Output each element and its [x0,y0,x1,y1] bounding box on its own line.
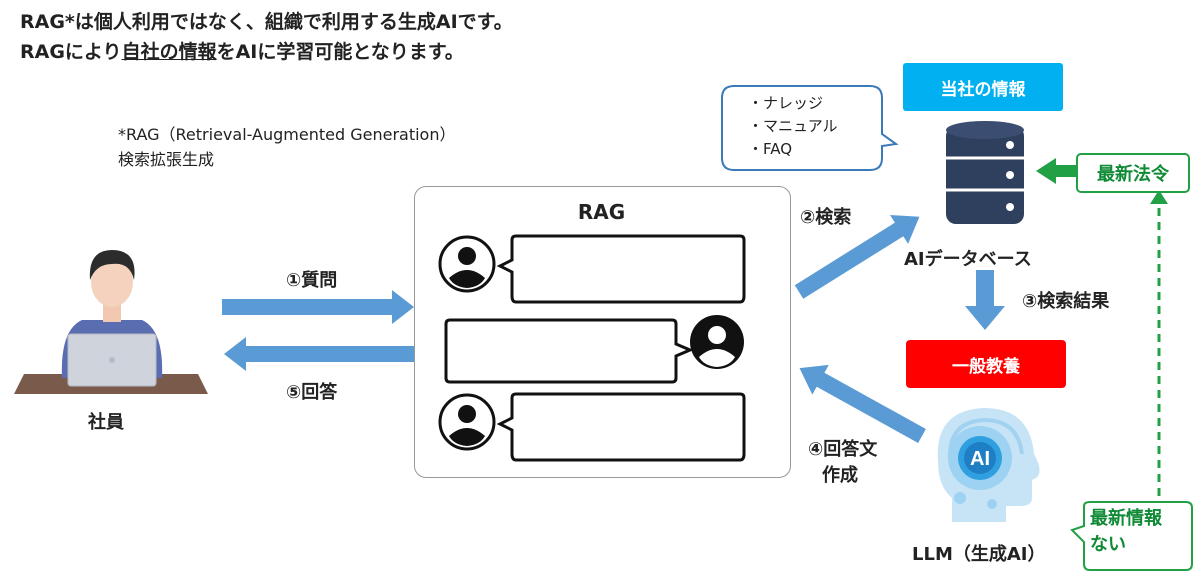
chat-bubble-2 [444,318,694,384]
step-compose-label-1: ④回答文 [808,439,878,460]
step-compose-label-2: 作成 [822,465,858,486]
search-arrow [794,215,920,299]
chat-bubble-3 [496,392,746,462]
step-search-result-label: ③検索結果 [1022,291,1110,312]
company-info-item-2: ・マニュアル [748,117,838,135]
heading-line-2-pre: RAGにより [20,41,122,63]
llm-ai-head-icon: AI [937,408,1040,522]
company-info-item-3: ・FAQ [748,140,793,158]
update-dashed-line [1150,190,1168,510]
heading-line-2-post: をAIに学習可能となります。 [216,41,464,63]
company-info-item-1: ・ナレッジ [748,94,824,112]
footnote-line-2: 検索拡張生成 [118,150,215,169]
employee-label: 社員 [88,412,124,433]
general-knowledge-badge: 一般教養 [906,340,1066,388]
compose-arrow [799,364,926,443]
chat-avatar-3 [438,393,496,451]
heading-line-2: RAGにより自社の情報をAIに学習可能となります。 [20,38,464,66]
rag-title: RAG [577,200,626,224]
chat-avatar-2 [690,315,744,369]
heading-line-1: RAG*は個人利用ではなく、組織で利用する生成AIです。 [20,11,513,33]
no-latest-info-callout [1070,501,1193,571]
heading-line-2-underlined: 自社の情報 [121,41,217,63]
no-latest-info-line-2: ない [1090,534,1126,555]
answer-arrow [224,337,414,371]
step-answer-label: ⑤回答 [286,382,338,403]
llm-label: LLM（生成AI） [912,544,1046,565]
question-arrow [222,290,414,324]
latest-law-box: 最新法令 [1076,153,1190,193]
llm-icon-text: AI [970,448,990,470]
footnote-line-1: *RAG（Retrieval-Augmented Generation） [118,125,456,144]
company-info-callout [721,85,899,171]
database-icon [946,121,1024,224]
rag-chat-illustration [438,234,746,462]
database-label: AIデータベース [904,249,1032,270]
company-info-badge: 当社の情報 [903,63,1063,111]
no-latest-info-line-1: 最新情報 [1090,508,1162,529]
step-question-label: ①質問 [286,270,338,291]
step-search-label: ②検索 [800,207,852,228]
search-result-arrow [965,270,1005,330]
chat-bubble-1 [496,234,746,304]
employee-illustration [14,250,208,394]
chat-avatar-1 [438,235,496,293]
latest-law-arrow [1036,158,1076,184]
